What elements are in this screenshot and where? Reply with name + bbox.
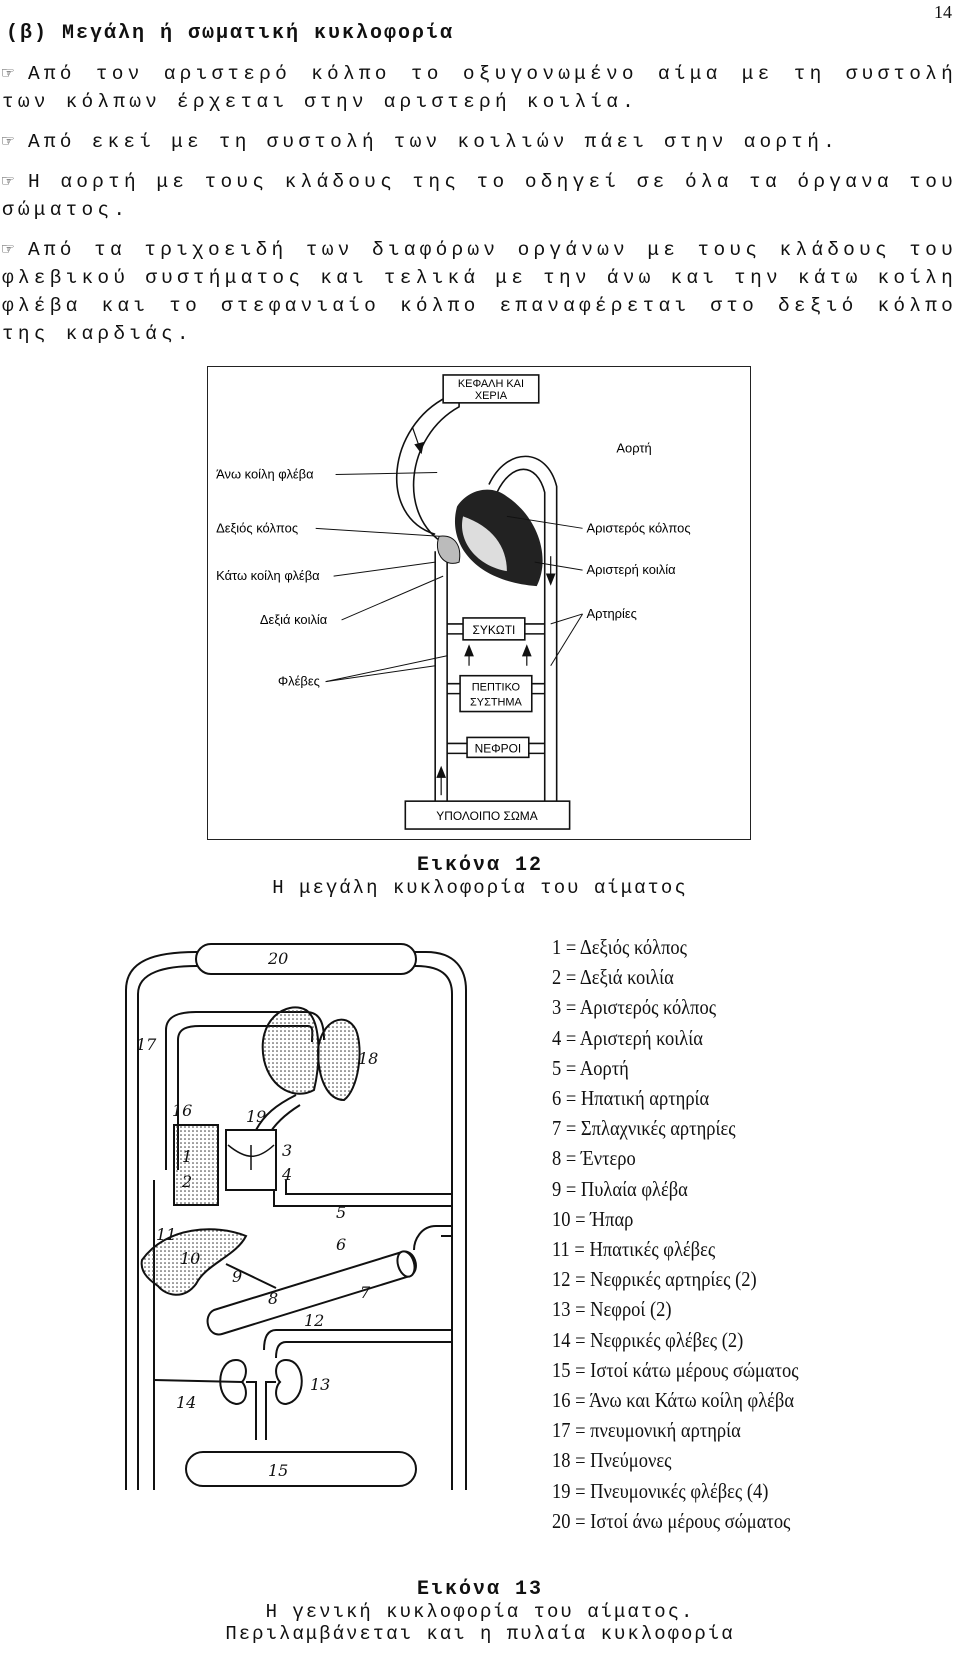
legend-item: 2 = Δεξιά κοιλία [552, 965, 674, 990]
bullet-item: ☞Η αορτή με τους κλάδους της το οδηγεί σ… [2, 168, 957, 224]
figure-13-caption: Εικόνα 13 Η γενική κυκλοφορία του αίματο… [0, 1578, 960, 1645]
fig13-number: 10 [180, 1249, 200, 1268]
fig13-number: 20 [267, 949, 288, 968]
fig13-number: 13 [310, 1375, 330, 1394]
fig13-number: 2 [181, 1172, 192, 1191]
legend-item: 6 = Ηπατική αρτηρία [552, 1086, 710, 1111]
bullet-item: ☞ Από εκεί με τη συστολή των κοιλιών πάει… [2, 128, 957, 156]
legend-item: 13 = Νεφροί (2) [552, 1297, 672, 1322]
label-inferior-vena-cava: Κάτω κοίλη φλέβα [216, 568, 320, 583]
box-kidneys: ΝΕΦΡΟΙ [475, 741, 522, 755]
box-digestive-line2: ΣΥΣΤΗΜΑ [470, 697, 523, 709]
legend-item: 20 = Ιστοί άνω μέρους σώματος [552, 1508, 791, 1533]
figure-13-caption-line1: Η γενική κυκλοφορία του αίματος. [265, 1601, 695, 1623]
bullet-text: Η αορτή με τους κλάδους της το οδηγεί σε… [2, 171, 957, 221]
bullet-item: ☞Από τον αριστερό κόλπο το οξυγονωμένο α… [2, 60, 957, 116]
fig13-number: 11 [156, 1225, 176, 1244]
figure-12-caption-text: Η μεγάλη κυκλοφορία του αίματος [272, 877, 688, 899]
box-liver: ΣΥΚΩΤΙ [473, 623, 516, 637]
fig13-number: 16 [172, 1101, 192, 1120]
figure-12-caption-title: Εικόνα 12 [416, 854, 544, 877]
label-arteries: Αρτηρίες [587, 606, 637, 621]
figure-13-caption-title: Εικόνα 13 [416, 1578, 544, 1601]
label-right-ventricle: Δεξιά κοιλία [260, 612, 328, 627]
legend-item: 8 = Έντερο [552, 1146, 636, 1171]
legend-item: 19 = Πνευμονικές φλέβες (4) [552, 1478, 769, 1503]
page-number: 14 [934, 2, 952, 22]
label-right-atrium: Δεξιός κόλπος [216, 520, 298, 535]
fig13-number: 6 [336, 1235, 346, 1254]
figure-13-caption-line2: Περιλαμβάνεται και η πυλαία κυκλοφορία [225, 1623, 735, 1645]
fig13-number: 15 [268, 1461, 288, 1480]
label-left-atrium: Αριστερός κόλπος [587, 520, 691, 535]
legend-item: 15 = Ιστοί κάτω μέρους σώματος [552, 1357, 799, 1382]
fig13-number: 18 [358, 1049, 378, 1068]
label-superior-vena-cava: Άνω κοίλη φλέβα [216, 467, 314, 482]
legend-item: 18 = Πνεύμονες [552, 1448, 672, 1473]
box-head-line1: ΚΕΦΑΛΗ ΚΑΙ [458, 378, 524, 390]
figure-13-general-circulation: 1 2 3 4 5 6 7 8 9 10 11 12 13 14 15 16 1… [96, 930, 526, 1510]
legend-item: 11 = Ηπατικές φλέβες [552, 1237, 716, 1262]
legend-item: 10 = Ήπαρ [552, 1206, 634, 1231]
bullet-text: Από τον αριστερό κόλπο το οξυγονωμένο αί… [2, 63, 957, 113]
legend-item: 17 = πνευμονική αρτηρία [552, 1418, 741, 1443]
legend-item: 12 = Νεφρικές αρτηρίες (2) [552, 1267, 757, 1292]
pointing-hand-icon: ☞ [2, 239, 18, 261]
fig13-number: 8 [268, 1289, 278, 1308]
pointing-hand-icon: ☞ [2, 171, 18, 193]
figure-12-caption: Εικόνα 12 Η μεγάλη κυκλοφορία του αίματο… [0, 854, 960, 899]
fig13-number: 17 [136, 1035, 157, 1054]
fig13-number: 1 [182, 1147, 192, 1166]
box-digestive-line1: ΠΕΠΤΙΚΟ [472, 682, 520, 694]
section-heading: (β) Μεγάλη ή σωματική κυκλοφορία [6, 22, 455, 45]
fig13-number: 12 [304, 1311, 324, 1330]
fig13-number: 7 [360, 1283, 371, 1302]
bullet-item: ☞Από τα τριχοειδή των διαφόρων οργάνων μ… [2, 236, 957, 348]
fig13-number: 5 [336, 1203, 346, 1222]
label-veins: Φλέβες [278, 674, 320, 689]
legend-item: 3 = Αριστερός κόλπος [552, 995, 717, 1020]
legend-item: 9 = Πυλαία φλέβα [552, 1176, 688, 1201]
box-rest-of-body: ΥΠΟΛΟΙΠΟ ΣΩΜΑ [436, 809, 537, 823]
legend-item: 14 = Νεφρικές φλέβες (2) [552, 1327, 744, 1352]
label-aorta: Αορτή [616, 441, 651, 456]
legend-item: 1 = Δεξιός κόλπος [552, 935, 687, 959]
pointing-hand-icon: ☞ [2, 131, 18, 153]
bullet-list: ☞Από τον αριστερό κόλπο το οξυγονωμένο α… [2, 60, 957, 360]
bullet-text: Από τα τριχοειδή των διαφόρων οργάνων με… [2, 239, 957, 345]
bullet-text: Από εκεί με τη συστολή των κοιλιών πάει … [28, 131, 839, 153]
box-head-line2: ΧΕΡΙΑ [475, 390, 508, 402]
figure-12-systemic-circulation: ΚΕΦΑΛΗ ΚΑΙ ΧΕΡΙΑ ΣΥΚΩΤΙ ΠΕΠΤΙΚΟ ΣΥΣΤΗΜΑ … [207, 366, 751, 840]
legend-item: 16 = Άνω και Κάτω κοίλη φλέβα [552, 1388, 795, 1413]
label-left-ventricle: Αριστερή κοιλία [587, 562, 677, 577]
legend-item: 7 = Σπλαχνικές αρτηρίες [552, 1116, 736, 1141]
legend-item: 4 = Αριστερή κοιλία [552, 1025, 703, 1050]
fig13-number: 3 [282, 1141, 292, 1160]
fig13-number: 19 [246, 1107, 266, 1126]
legend-item: 5 = Αορτή [552, 1055, 629, 1080]
pointing-hand-icon: ☞ [2, 63, 18, 85]
fig13-number: 4 [281, 1165, 292, 1184]
fig13-number: 9 [232, 1267, 242, 1286]
figure-13-legend: 1 = Δεξιός κόλπος 2 = Δεξιά κοιλία 3 = Α… [552, 932, 896, 1536]
fig13-number: 14 [176, 1393, 196, 1412]
